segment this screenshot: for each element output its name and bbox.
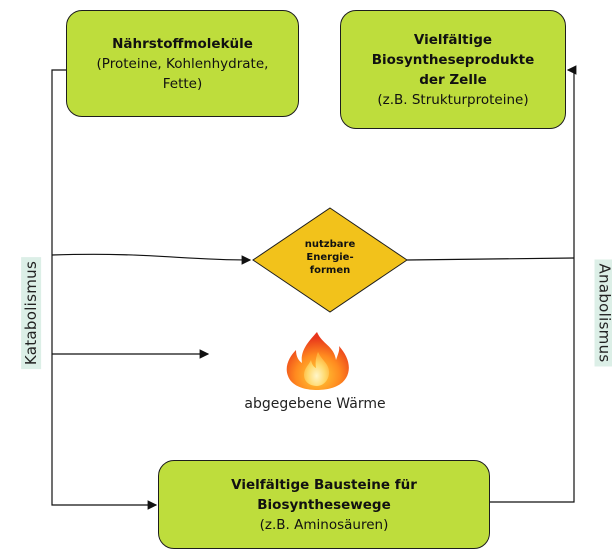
nutrient-molecules-box: Nährstoffmoleküle (Proteine, Kohlenhydra…: [66, 10, 299, 117]
building-blocks-box: Vielfältige Bausteine für Biosyntheseweg…: [158, 460, 490, 549]
energy-line1: nutzbare: [304, 238, 356, 250]
building-title1: Vielfältige Bausteine für: [231, 476, 417, 493]
energy-line3: formen: [309, 264, 351, 276]
products-subtitle: (z.B. Strukturproteine): [377, 91, 529, 108]
nutrients-line2: Fette): [162, 75, 203, 92]
catabolism-label: Katabolismus: [21, 256, 42, 370]
building-title2: Biosynthesewege: [257, 496, 391, 513]
products-title2: Biosyntheseprodukte: [371, 51, 535, 68]
anabolism-label: Anabolismus: [594, 259, 612, 367]
energy-diamond-label: nutzbare Energie- formen: [278, 230, 382, 284]
biosynthesis-products-box: Vielfältige Biosyntheseprodukte der Zell…: [340, 10, 566, 129]
branch-to-energy: [51, 253, 252, 265]
heat-label: abgegebene Wärme: [244, 396, 386, 412]
energy-diamond: [252, 207, 408, 313]
nutrients-line1: (Proteine, Kohlenhydrate,: [96, 55, 269, 72]
energy-line2: Energie-: [306, 251, 354, 263]
fire-icon: [286, 332, 349, 390]
building-subtitle: (z.B. Aminosäuren): [259, 516, 389, 533]
catabolism-line: [51, 69, 158, 510]
products-title3: der Zelle: [419, 71, 487, 88]
products-title1: Vielfältige: [413, 31, 493, 48]
anabolism-line: [490, 65, 577, 503]
nutrients-title: Nährstoffmoleküle: [112, 35, 253, 52]
energy-to-anabolism: [406, 257, 575, 261]
